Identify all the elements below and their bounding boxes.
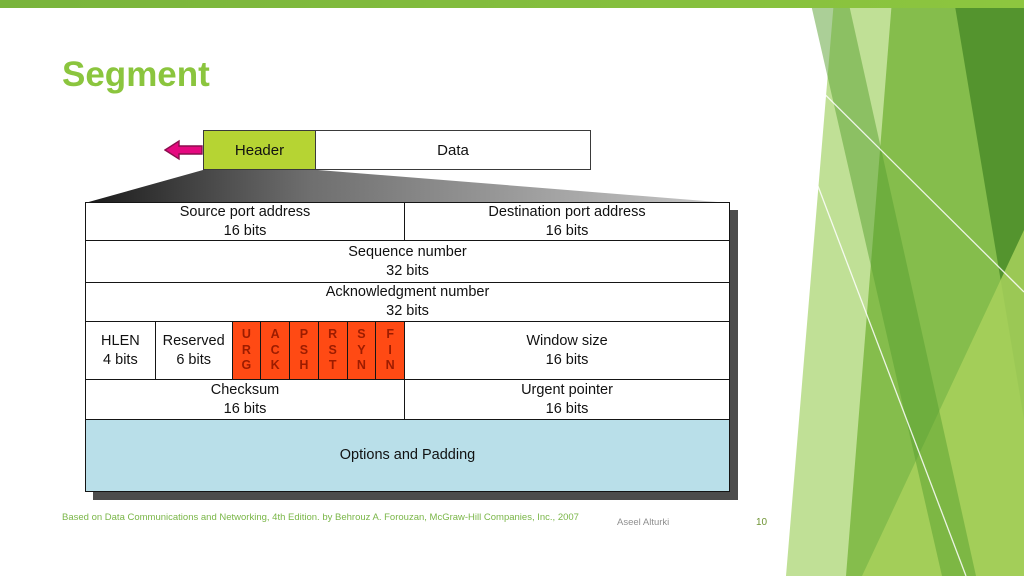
field-checksum: Checksum 16 bits [86, 380, 406, 419]
flag-letter: G [241, 358, 252, 373]
row-checksum-urgent: Checksum 16 bits Urgent pointer 16 bits [86, 380, 729, 420]
field-bits: 6 bits [176, 351, 211, 368]
field-bits: 16 bits [223, 400, 267, 417]
flag-letter: N [385, 358, 395, 373]
row-acknowledgment-number: Acknowledgment number 32 bits [86, 283, 729, 322]
field-hlen: HLEN 4 bits [86, 322, 156, 379]
field-bits: 4 bits [103, 351, 138, 368]
flag-urg: U R G [232, 322, 262, 379]
expansion-funnel [85, 170, 730, 203]
flag-letter: C [270, 342, 280, 357]
field-bits: 16 bits [545, 222, 589, 239]
data-box: Data [315, 130, 591, 170]
footer-citation: Based on Data Communications and Network… [62, 512, 579, 523]
flag-letter: H [299, 358, 309, 373]
flag-letter: R [328, 327, 338, 342]
row-ports: Source port address 16 bits Destination … [86, 203, 729, 241]
flag-letter: I [388, 342, 392, 357]
flag-letter: R [241, 342, 251, 357]
row-sequence-number: Sequence number 32 bits [86, 241, 729, 283]
flag-letter: S [299, 342, 309, 357]
flag-letter: N [356, 358, 366, 373]
field-title: Source port address [179, 203, 311, 220]
flag-letter: S [328, 342, 337, 357]
top-accent-bar [0, 0, 1024, 8]
author-name: Aseel Alturki [617, 517, 670, 528]
flag-letter: S [357, 327, 366, 342]
row-flags: HLEN 4 bits Reserved 6 bits U R G A C K [86, 322, 729, 380]
flag-letter: U [241, 327, 251, 342]
field-options-and-padding: Options and Padding [86, 420, 729, 491]
flag-ack: A C K [261, 322, 291, 379]
field-urgent-pointer: Urgent pointer 16 bits [405, 380, 729, 419]
field-bits: 32 bits [386, 303, 429, 319]
field-sequence-number: Sequence number 32 bits [86, 241, 729, 282]
field-destination-port-address: Destination port address 16 bits [405, 203, 729, 240]
flag-letter: A [270, 327, 280, 342]
field-window-size: Window size 16 bits [405, 322, 729, 379]
field-source-port-address: Source port address 16 bits [86, 203, 406, 240]
flag-syn: S Y N [347, 322, 377, 379]
control-flags: U R G A C K P S H R S T [232, 322, 406, 379]
field-title: HLEN [101, 332, 140, 349]
flag-letter: F [386, 327, 394, 342]
page-title: Segment [62, 55, 210, 94]
flag-fin: F I N [376, 322, 405, 379]
field-title: Reserved [162, 332, 225, 349]
flag-letter: T [328, 358, 337, 373]
flag-letter: P [299, 327, 309, 342]
field-acknowledgment-number: Acknowledgment number 32 bits [86, 283, 729, 321]
left-arrow-icon [164, 139, 203, 161]
field-title: Sequence number [348, 243, 467, 260]
header-box: Header [203, 130, 316, 170]
decorative-triangles [755, 0, 1024, 576]
field-title: Window size [526, 332, 608, 349]
segment-overview: Header Data [203, 130, 591, 170]
flag-psh: P S H [290, 322, 319, 379]
row-options: Options and Padding [86, 420, 729, 491]
field-bits: 32 bits [386, 262, 429, 279]
field-title: Acknowledgment number [325, 284, 490, 300]
field-title: Destination port address [488, 203, 646, 220]
field-title: Urgent pointer [521, 381, 613, 398]
tcp-header-table: Source port address 16 bits Destination … [85, 202, 730, 492]
field-bits: 16 bits [223, 222, 267, 239]
field-bits: 16 bits [545, 351, 589, 368]
field-bits: 16 bits [545, 400, 589, 417]
flag-letter: Y [357, 342, 366, 357]
page-number: 10 [756, 517, 768, 528]
field-title: Checksum [210, 381, 280, 398]
field-reserved: Reserved 6 bits [155, 322, 233, 379]
flag-letter: K [270, 358, 280, 373]
flag-rst: R S T [318, 322, 348, 379]
field-title: Options and Padding [339, 447, 476, 463]
